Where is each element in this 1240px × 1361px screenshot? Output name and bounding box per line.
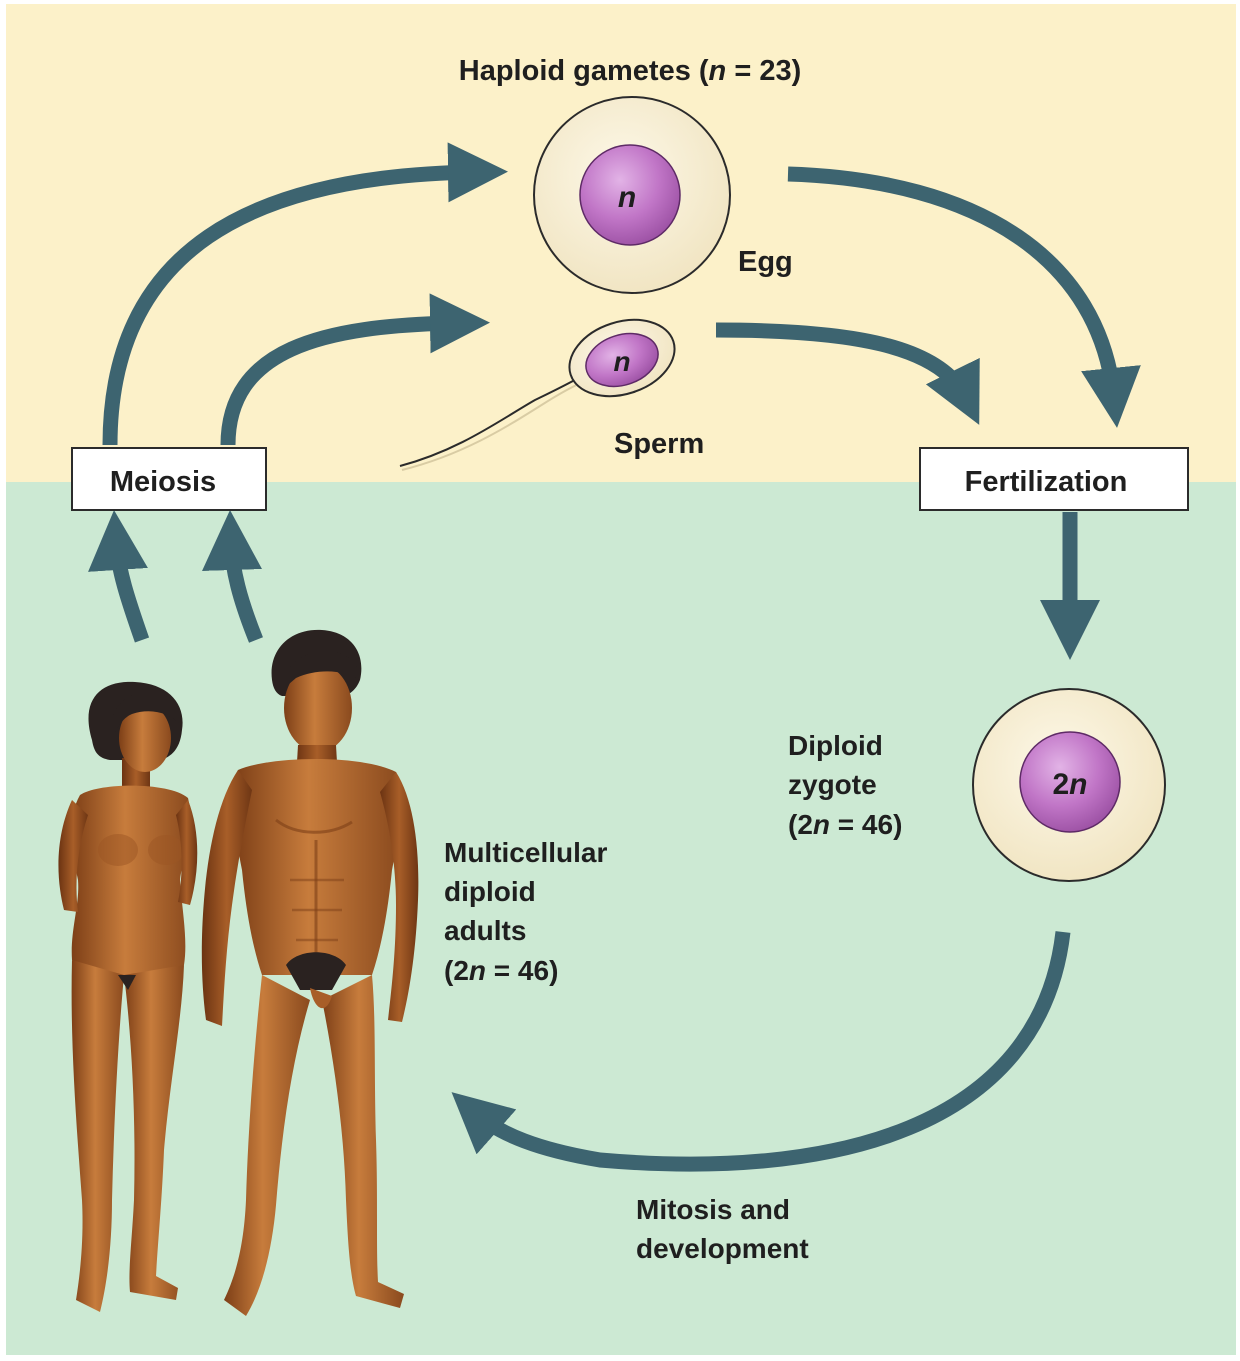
svg-text:(2n = 46): (2n = 46) bbox=[788, 809, 902, 840]
svg-text:Meiosis: Meiosis bbox=[110, 466, 216, 498]
svg-text:zygote: zygote bbox=[788, 769, 877, 800]
diploid-zone bbox=[6, 482, 1236, 1355]
svg-text:Fertilization: Fertilization bbox=[965, 466, 1128, 498]
svg-text:Mitosis and: Mitosis and bbox=[636, 1194, 790, 1225]
svg-text:Multicellular: Multicellular bbox=[444, 837, 607, 868]
haploid-gametes-label: Haploid gametes (n = 23) bbox=[459, 55, 801, 87]
svg-text:(2n = 46): (2n = 46) bbox=[444, 955, 558, 986]
meiosis-box: Meiosis bbox=[72, 448, 266, 510]
sperm-nucleus-label: n bbox=[613, 346, 630, 377]
svg-text:Diploid: Diploid bbox=[788, 730, 883, 761]
fertilization-box: Fertilization bbox=[920, 448, 1188, 510]
egg-nucleus-label: n bbox=[618, 181, 636, 214]
zygote-cell-icon: 2n bbox=[973, 689, 1165, 881]
sperm-label: Sperm bbox=[614, 428, 704, 460]
egg-label: Egg bbox=[738, 246, 793, 278]
zygote-nucleus-label: 2n bbox=[1052, 768, 1087, 801]
svg-text:adults: adults bbox=[444, 915, 526, 946]
svg-text:development: development bbox=[636, 1233, 809, 1264]
svg-text:diploid: diploid bbox=[444, 876, 536, 907]
egg-cell-icon: n bbox=[534, 97, 730, 293]
